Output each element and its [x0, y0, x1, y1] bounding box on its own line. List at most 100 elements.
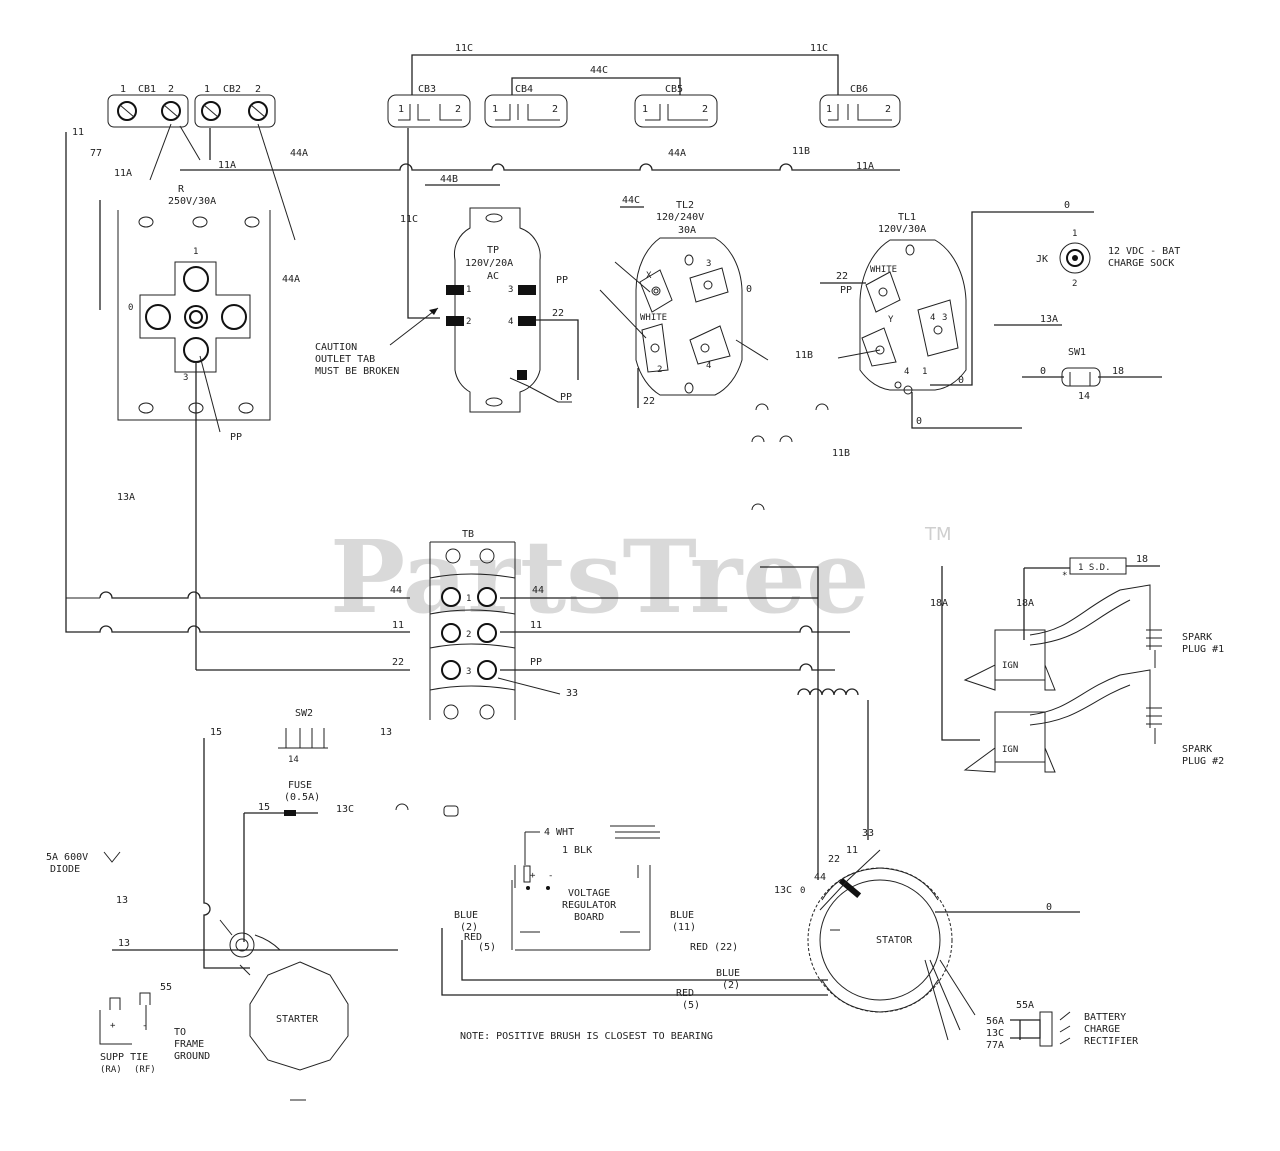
wire-label-22-l: 22	[392, 657, 404, 668]
wire-label-13-starter: 13	[118, 938, 130, 949]
wire-label-13a-jk: 13A	[1040, 314, 1058, 325]
receptacle-tl2-amps: 30A	[678, 225, 696, 236]
wire-label-13a-left: 13A	[117, 492, 135, 503]
wire-label-11-left: 11	[72, 127, 84, 138]
breaker-cb3: CB3 1 2	[387, 84, 471, 128]
svg-text:*: *	[1062, 571, 1067, 581]
top-wiring: 11C 11C 44C 44A 44A 11B 11A 11A 11A 77 4…	[72, 43, 900, 319]
vreg-wire-1blk: 1 BLK	[562, 845, 592, 856]
wire-label-pp-r2: PP	[530, 657, 542, 668]
color-red-bottom-num: (5)	[682, 1000, 700, 1011]
svg-text:X: X	[646, 271, 652, 281]
color-red-right: RED (22)	[690, 942, 738, 953]
wire-jumpers: 11B	[751, 403, 850, 511]
spark-plug-1-label-b: PLUG #1	[1182, 644, 1224, 655]
wire-label-13-sw2: 13	[380, 727, 392, 738]
ign-module-1: IGN	[1002, 661, 1018, 671]
jack-desc-1: 12 VDC - BAT	[1108, 246, 1180, 257]
wire-label-18-ign: 18	[1136, 554, 1148, 565]
wire-label-11b-top: 11B	[792, 146, 810, 157]
wire-label-44a-1: 44A	[290, 148, 308, 159]
breaker-cb2-term2: 2	[255, 84, 261, 95]
receptacle-tl2-rating: 120/240V	[656, 212, 704, 223]
wire-label-56a: 56A	[986, 1016, 1004, 1027]
wire-label-33-stator: 33	[862, 828, 874, 839]
fuse-rating: (0.5A)	[284, 792, 320, 803]
wire-label-14-sw2: 14	[288, 755, 299, 765]
wire-label-11-stator: 11	[846, 845, 858, 856]
receptacle-r: R 250V/30A 103 PP	[99, 184, 271, 670]
wire-label-44-stator: 44	[814, 872, 826, 883]
wire-label-22-tl2: 22	[643, 396, 655, 407]
breaker-cb4-term1: 1	[492, 104, 498, 115]
breaker-cb4-label: CB4	[515, 84, 533, 95]
wire-label-1sd: 1 S.D.	[1078, 563, 1111, 573]
ign-module-2: IGN	[1002, 745, 1018, 755]
wire-label-18a-2: 18A	[930, 598, 948, 609]
receptacle-tl1-white: WHITE	[870, 265, 897, 275]
breaker-cb5: CB5 1 2	[634, 84, 718, 128]
receptacle-tl1-rating: 120V/30A	[878, 224, 926, 235]
breaker-cb2-term1: 1	[204, 84, 210, 95]
watermark-trademark: TM	[924, 524, 952, 545]
caution-line-1: CAUTION	[315, 342, 357, 353]
bus-wiring: 13A 44 44 11 11 22 PP	[65, 132, 869, 880]
breaker-cb1-term1: 1	[120, 84, 126, 95]
color-blue-right: BLUE	[670, 910, 694, 921]
svg-text:0: 0	[128, 303, 133, 313]
suppressor-rf: (RF)	[134, 1065, 156, 1075]
breaker-cb1: CB1 1 2	[107, 84, 189, 128]
wire-label-77: 77	[90, 148, 102, 159]
vreg-title-3: BOARD	[574, 912, 604, 923]
svg-text:3: 3	[942, 313, 947, 323]
wire-label-55a: 55A	[1016, 1000, 1034, 1011]
svg-text:2: 2	[657, 365, 662, 375]
color-blue-bottom: BLUE	[716, 968, 740, 979]
receptacle-tl1-name: TL1	[898, 212, 916, 223]
wire-label-11c-right: 11C	[810, 43, 828, 54]
spark-plug-2-label-a: SPARK	[1182, 744, 1212, 755]
wire-label-18a-1: 18A	[1016, 598, 1034, 609]
switch-sw2-label: SW2	[295, 708, 313, 719]
watermark: PartsTree	[330, 518, 870, 636]
breaker-cb5-label: CB5	[665, 84, 683, 95]
svg-text:4: 4	[706, 361, 711, 371]
terminal-board-tb: TB 1 2 3 33	[429, 529, 578, 720]
wire-label-13c-stator: 13C	[774, 885, 792, 896]
fuse-label: FUSE	[288, 780, 312, 791]
breaker-cb6-term1: 1	[826, 104, 832, 115]
wire-label-13c-fuse: 13C	[336, 804, 354, 815]
breaker-cb2-label: CB2	[223, 84, 241, 95]
color-red-left-num: (5)	[478, 942, 496, 953]
caution-line-3: MUST BE BROKEN	[315, 366, 399, 377]
wire-label-11-r: 11	[530, 620, 542, 631]
breaker-cb4-term2: 2	[552, 104, 558, 115]
switch-sw1-label: SW1	[1068, 347, 1086, 358]
wire-label-44b: 44B	[440, 174, 458, 185]
ground-line-1: TO	[174, 1027, 186, 1038]
vreg-title-1: VOLTAGE	[568, 888, 610, 899]
spark-plug-2-label-b: PLUG #2	[1182, 756, 1224, 767]
breaker-cb5-term1: 1	[642, 104, 648, 115]
wire-label-14-sw1: 14	[1078, 391, 1090, 402]
svg-text:-: -	[142, 1021, 147, 1031]
breaker-cb6-label: CB6	[850, 84, 868, 95]
vreg-wire-4wht: 4 WHT	[544, 827, 574, 838]
color-red-bottom: RED	[676, 988, 694, 999]
breaker-cb6-term2: 2	[885, 104, 891, 115]
svg-text:1: 1	[1072, 229, 1077, 239]
battery-line-1: BATTERY	[1084, 1012, 1126, 1023]
receptacle-r-rating: 250V/30A	[168, 196, 216, 207]
svg-text:+: +	[530, 871, 536, 881]
ground-line-3: GROUND	[174, 1051, 210, 1062]
breaker-cb4: CB4 1 2	[484, 84, 568, 128]
caution-note: CAUTION OUTLET TAB MUST BE BROKEN	[315, 307, 439, 377]
wire-label-0-tl1: 0	[958, 375, 964, 386]
diode: 5A 600V DIODE 13	[46, 851, 128, 906]
wire-label-15-top: 15	[210, 727, 222, 738]
vreg-title-2: REGULATOR	[562, 900, 617, 911]
ignition-section: 18 1 S.D. * 18A 18A SPARK PLUG #1 IGN SP…	[930, 554, 1224, 773]
jack-desc-2: CHARGE SOCK	[1108, 258, 1174, 269]
